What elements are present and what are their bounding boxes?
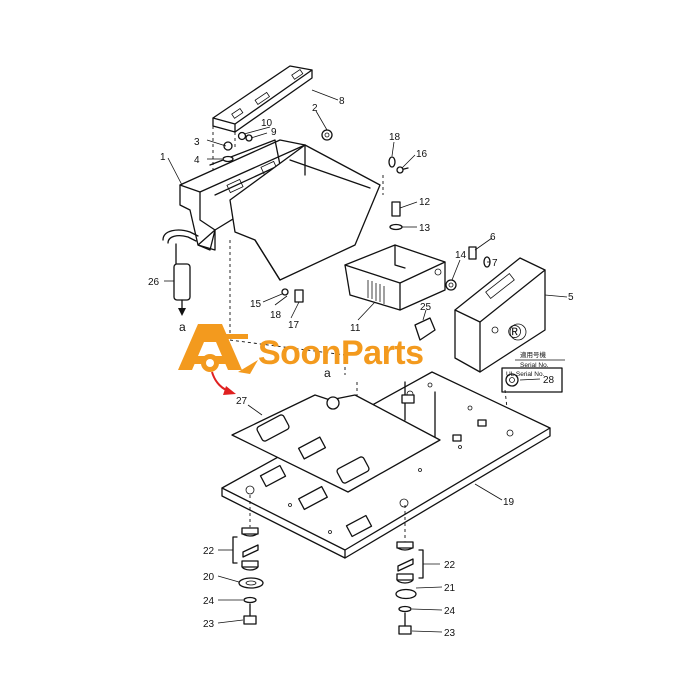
- serial-note: 適用号機 Serial No. UL Serial No.: [506, 350, 565, 378]
- callout-23-right: 23: [444, 628, 456, 639]
- part-8-bracket-plate: [212, 65, 313, 175]
- right-mount-stack: [249, 495, 443, 635]
- callout-4: 4: [194, 155, 200, 166]
- callout-22-left: 22: [203, 546, 215, 557]
- callout-3: 3: [194, 137, 200, 148]
- serial-line-1: 適用号機: [520, 350, 547, 359]
- callout-26: 26: [148, 277, 160, 288]
- callout-9: 9: [271, 127, 277, 138]
- serial-line-3: UL Serial No.: [506, 371, 545, 378]
- callout-15: 15: [250, 299, 262, 310]
- callout-16: 16: [416, 149, 428, 160]
- callout-24-left: 24: [203, 596, 215, 607]
- callout-11: 11: [350, 323, 361, 334]
- red-arrow-head-icon: [223, 386, 236, 395]
- callout-28: 28: [543, 375, 555, 386]
- callout-22-right: 22: [444, 560, 456, 571]
- callout-21: 21: [444, 583, 456, 594]
- vent-slots: [367, 280, 385, 304]
- marker-a-top: a: [324, 366, 331, 380]
- callout-17: 17: [288, 320, 300, 331]
- callout-8: 8: [339, 96, 345, 107]
- soonparts-logo: SoonParts ®: [178, 322, 527, 395]
- callout-labels: 1 2 3 4 5 6 7 8 9 10 11 12 13 14 15 16 1…: [148, 96, 574, 639]
- callout-12: 12: [419, 197, 431, 208]
- serial-line-2: Serial No.: [520, 362, 549, 369]
- callout-1: 1: [160, 152, 166, 163]
- brand-name: SoonParts: [258, 334, 424, 372]
- callout-20: 20: [203, 572, 215, 583]
- callout-2: 2: [312, 103, 318, 114]
- callout-27: 27: [236, 396, 248, 407]
- callout-13: 13: [419, 223, 431, 234]
- callout-23-left: 23: [203, 619, 215, 630]
- callout-14: 14: [455, 250, 467, 261]
- marker-a-bottom: a: [179, 320, 186, 334]
- callout-25: 25: [420, 302, 432, 313]
- callout-5: 5: [568, 292, 574, 303]
- callout-6: 6: [490, 232, 496, 243]
- gear-logo-icon: [178, 324, 258, 374]
- callout-18-lower: 18: [270, 310, 282, 321]
- callout-18-upper: 18: [389, 132, 401, 143]
- rear-cover-panel: [229, 144, 381, 281]
- callout-10: 10: [261, 118, 273, 129]
- leader-lines-upper: [164, 89, 568, 321]
- part-5-box-cover: [454, 257, 546, 373]
- part-28-detail-box: [501, 367, 563, 393]
- part-26-handle: [162, 229, 199, 316]
- part-27-floor-mat: [231, 394, 441, 493]
- callout-7: 7: [492, 258, 498, 269]
- callout-19: 19: [503, 497, 515, 508]
- callout-24-right: 24: [444, 606, 456, 617]
- left-mount-stack: [217, 527, 264, 625]
- part-25-bracket: [414, 317, 436, 341]
- part-11-housing: [344, 244, 446, 311]
